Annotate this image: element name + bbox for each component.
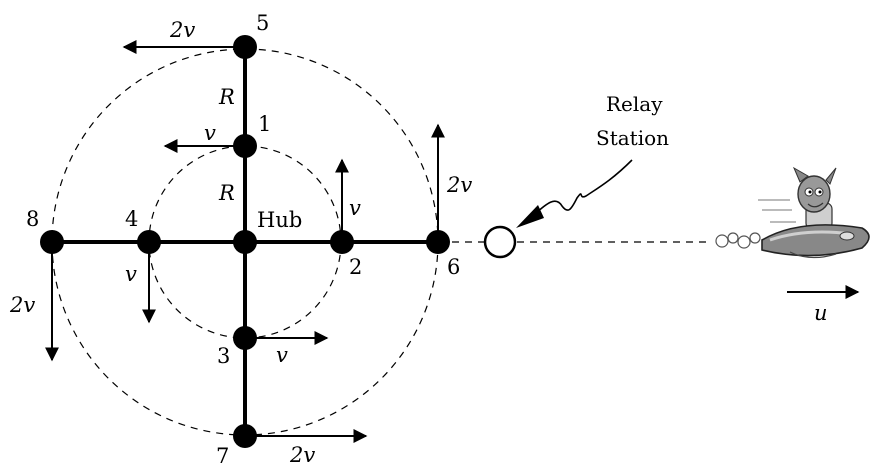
node-label-3: 3 bbox=[217, 344, 230, 368]
velocity-label-8: 2v bbox=[9, 293, 35, 317]
node-2 bbox=[330, 230, 354, 254]
hub-label: Hub bbox=[257, 208, 302, 232]
node-label-6: 6 bbox=[447, 255, 460, 279]
relay-label-line2: Station bbox=[596, 126, 669, 150]
node-label-4: 4 bbox=[125, 207, 138, 231]
node-1 bbox=[233, 134, 257, 158]
radius-label-inner: R bbox=[218, 181, 235, 205]
velocity-label-2: v bbox=[349, 196, 361, 220]
node-label-2: 2 bbox=[349, 255, 362, 279]
velocity-label-5: 2v bbox=[169, 18, 195, 42]
velocity-label-4: v bbox=[125, 262, 137, 286]
velocity-label-1: v bbox=[204, 121, 216, 145]
relay-station-marker bbox=[483, 225, 517, 259]
node-6 bbox=[426, 230, 450, 254]
node-8 bbox=[40, 230, 64, 254]
relay-label-line1: Relay bbox=[606, 92, 663, 116]
node-7 bbox=[233, 424, 257, 448]
node-label-5: 5 bbox=[256, 11, 269, 35]
velocity-label-7: 2v bbox=[289, 443, 315, 465]
hub-node bbox=[233, 230, 257, 254]
velocity-label-spacecraft: u bbox=[814, 301, 828, 325]
radius-label-outer: R bbox=[218, 85, 235, 109]
rocket-with-pilot-icon bbox=[715, 166, 870, 259]
node-3 bbox=[233, 326, 257, 350]
velocity-label-3: v bbox=[276, 343, 288, 367]
relay-pointer-head bbox=[516, 205, 544, 228]
node-label-1: 1 bbox=[258, 112, 271, 136]
node-label-7: 7 bbox=[216, 444, 229, 465]
node-5 bbox=[233, 35, 257, 59]
node-label-8: 8 bbox=[26, 207, 39, 231]
velocity-label-6: 2v bbox=[446, 173, 472, 197]
node-4 bbox=[137, 230, 161, 254]
relay-pointer bbox=[534, 159, 633, 215]
